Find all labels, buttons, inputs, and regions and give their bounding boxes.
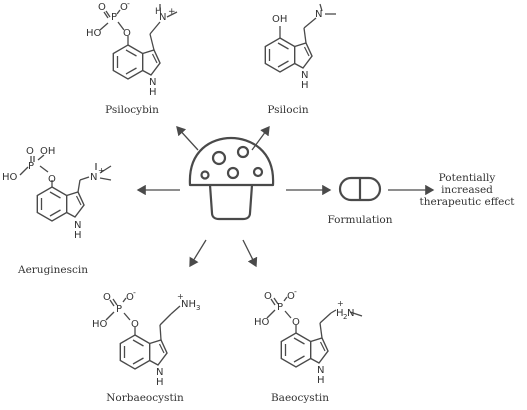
norbaeocystin-sub3: 3 [196, 304, 200, 312]
norbaeocystin-nh-n: N [156, 367, 163, 378]
norbaeocystin-o-double: O [103, 292, 111, 303]
psilocybin-o-minus: O [120, 2, 128, 13]
aeruginescin-oh-top: OH [40, 146, 55, 157]
psilocybin-nh-h: H [149, 87, 157, 98]
label-aeruginescin: Aeruginescin [17, 264, 89, 276]
norbaeocystin-o-minus: O [126, 292, 134, 303]
structure-psilocybin [112, 21, 161, 80]
structure-aeruginescin [19, 154, 112, 222]
baeocystin-ho: HO [254, 317, 270, 328]
aeruginescin-n: N [90, 172, 97, 183]
label-baeocystin: Baeocystin [270, 392, 330, 404]
baeocystin-minus: - [294, 287, 297, 296]
psilocin-oh: OH [272, 14, 287, 25]
norbaeocystin-p: P [116, 304, 122, 315]
mushroom-icon [188, 136, 275, 221]
arrow-to-psilocin [251, 125, 270, 151]
norbaeocystin-plus: + [177, 292, 184, 301]
outcome-line-3: therapeutic effect [419, 196, 515, 208]
aeruginescin-o-ester: O [48, 174, 56, 185]
arrows [136, 125, 435, 268]
baeocystin-nh-n: N [317, 365, 324, 376]
psilocybin-p: P [111, 12, 117, 23]
aeruginescin-p: P [28, 161, 34, 172]
baeocystin-h2n-n: N [347, 308, 354, 319]
norbaeocystin-ho: HO [92, 319, 108, 330]
aeruginescin-o-double: O [26, 146, 34, 157]
psilocin-n: N [315, 9, 322, 20]
psilocybin-o-double: O [98, 2, 106, 13]
psilocybin-h: H [155, 7, 162, 17]
psilocybin-ho: HO [86, 28, 102, 39]
structure-norbaeocystin [105, 297, 181, 370]
label-psilocin: Psilocin [267, 104, 309, 116]
psilocybin-n: N [159, 12, 166, 23]
baeocystin-o-ester: O [292, 317, 300, 328]
outcome-line-2: increased [441, 184, 493, 196]
aeruginescin-nh-n: N [74, 220, 81, 231]
outcome-text: Potentially increased therapeutic effect [412, 172, 522, 208]
norbaeocystin-nh-h: H [156, 377, 164, 388]
structure-baeocystin [266, 296, 363, 368]
psilocybin-minus: - [127, 0, 130, 8]
aeruginescin-ho: HO [2, 172, 18, 183]
baeocystin-plus: + [337, 299, 344, 308]
outcome-line-1: Potentially [438, 172, 496, 184]
label-formulation: Formulation [327, 214, 393, 226]
psilocybin-o-ester: O [123, 28, 131, 39]
baeocystin-o-minus: O [287, 291, 295, 302]
baeocystin-h2n-sub: 2 [343, 313, 347, 321]
label-psilocybin: Psilocybin [105, 104, 159, 116]
baeocystin-h2n-h: H [336, 308, 344, 319]
psilocin-nh-n: N [301, 70, 308, 81]
norbaeocystin-o-ester: O [131, 319, 139, 330]
baeocystin-p: P [277, 302, 283, 313]
baeocystin-o-double: O [264, 291, 272, 302]
norbaeocystin-minus: - [133, 288, 136, 297]
psilocybin-nh-n: N [149, 77, 156, 88]
label-norbaeocystin: Norbaeocystin [106, 392, 184, 404]
arrow-to-norbaeocystin [189, 239, 207, 268]
norbaeocystin-nh3: NH [181, 299, 196, 310]
baeocystin-nh-h: H [317, 375, 325, 386]
aeruginescin-plus: + [98, 166, 105, 175]
psilocin-nh-h: H [301, 80, 309, 91]
structure-psilocin [264, 3, 336, 73]
psilocybin-plus: + [168, 7, 176, 17]
aeruginescin-nh-h: H [74, 230, 82, 241]
capsule-icon [338, 176, 382, 202]
arrow-to-baeocystin [242, 239, 258, 268]
arrow-to-psilocybin [176, 126, 199, 151]
